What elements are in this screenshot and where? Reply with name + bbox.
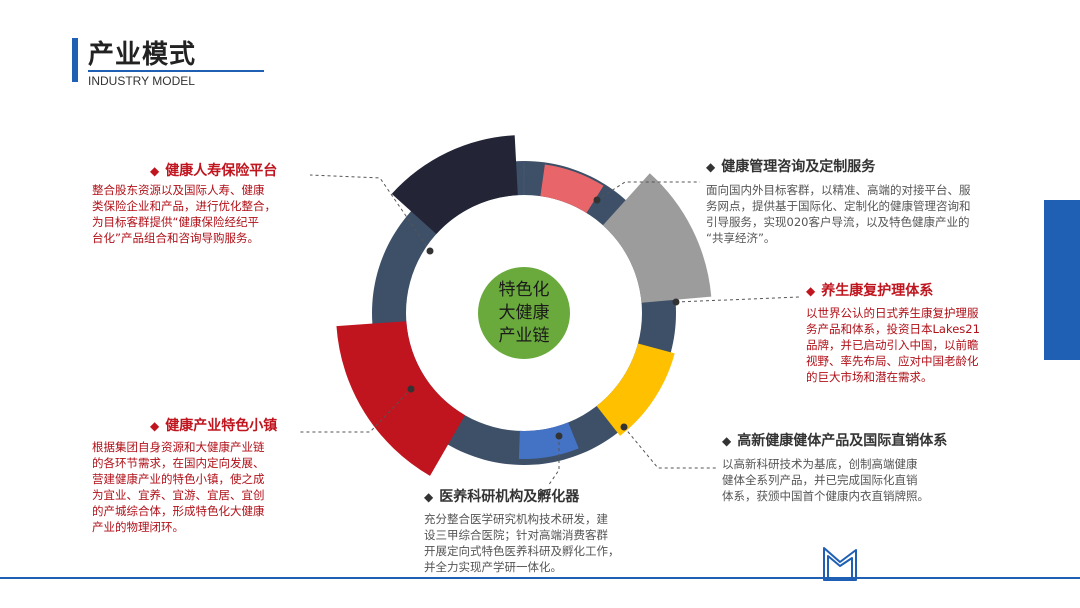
diamond-bullet-icon: ◆ — [150, 419, 160, 433]
text-line: 充分整合医学研究机构技术研发，建 — [424, 512, 608, 526]
diamond-bullet-icon: ◆ — [424, 490, 434, 504]
block-insurance-body: 整合股东资源以及国际人寿、健康 类保险企业和产品，进行优化整合， 为目标客群提供… — [92, 182, 312, 246]
text-line: 以高新科研技术为基底，创制高端健康 — [722, 457, 918, 471]
text-line: 面向国内外目标客群，以精准、高端的对接平台、服 — [706, 183, 971, 197]
text-line: 台化”产品组合和咨询导购服务。 — [92, 231, 259, 245]
connector-care — [675, 296, 801, 303]
text-line: 为宜业、宜养、宜游、宜居、宜创 — [92, 488, 265, 502]
block-town-body: 根据集团自身资源和大健康产业链 的各环节需求，在国内定向发展、 营建健康产业的特… — [92, 439, 312, 535]
diamond-bullet-icon: ◆ — [706, 160, 716, 174]
block-town-title: ◆健康产业特色小镇 — [150, 418, 278, 434]
block-insurance: ◆健康人寿保险平台 — [150, 160, 277, 180]
block-research-title: ◆医养科研机构及孵化器 — [424, 489, 580, 505]
folded-m-logo-icon — [823, 547, 857, 581]
diamond-bullet-icon: ◆ — [150, 164, 160, 178]
text-line: 并全力实现产学研一体化。 — [424, 560, 562, 574]
connector-research-dot — [555, 432, 563, 440]
text-line: 营建健康产业的特色小镇，使之成 — [92, 472, 265, 486]
title-accent-bar — [72, 38, 78, 82]
block-products-title: ◆高新健康健体产品及国际直销体系 — [722, 433, 948, 449]
text-line: 的巨大市场和潜在需求。 — [806, 370, 933, 384]
text-line: 类保险企业和产品，进行优化整合， — [92, 199, 276, 213]
center-label-line-1: 特色化 — [499, 280, 550, 300]
connector-care-dot — [672, 298, 680, 306]
page-subtitle: INDUSTRY MODEL — [88, 74, 195, 88]
text-line: 引导服务，实现020客户导流，以及特色健康产业的 — [706, 215, 970, 229]
text-line: 品牌，并已启动引入中国，以前瞻 — [806, 338, 979, 352]
connector-products — [623, 426, 718, 469]
text-line: 的各环节需求，在国内定向发展、 — [92, 456, 265, 470]
text-line: 以世界公认的日式养生康复护理服 — [806, 306, 979, 320]
block-insurance-title: ◆健康人寿保险平台 — [150, 163, 278, 179]
text-line: 务产品和体系，投资日本Lakes21 — [806, 322, 980, 336]
bottom-divider — [0, 577, 1080, 579]
text-line: 开展定向式特色医养科研及孵化工作， — [424, 544, 620, 558]
text-line: 体系，获颁中国首个健康内衣直销牌照。 — [722, 489, 929, 503]
connector-town-dot — [407, 385, 415, 393]
page-title: 产业模式 — [88, 40, 197, 70]
block-town: ◆健康产业特色小镇 — [150, 415, 277, 435]
connector-lines — [300, 174, 801, 487]
block-consult: ◆健康管理咨询及定制服务 — [706, 156, 875, 176]
connector-town — [300, 388, 412, 433]
block-care: ◆养生康复护理体系 — [806, 280, 933, 300]
block-care-body: 以世界公认的日式养生康复护理服 务产品和体系，投资日本Lakes21 品牌，并已… — [806, 305, 1026, 385]
center-label-line-2: 大健康 — [499, 303, 550, 323]
text-line: 为目标客群提供“健康保险经纪平 — [92, 215, 259, 229]
text-line: “共享经济”。 — [706, 231, 776, 245]
segment-insurance — [391, 135, 518, 235]
segment-town — [336, 321, 465, 476]
center-label-line-3: 产业链 — [499, 326, 550, 346]
segment-care — [602, 173, 712, 303]
text-line: 健体全系列产品，并已完成国际化直销 — [722, 473, 918, 487]
block-consult-title: ◆健康管理咨询及定制服务 — [706, 159, 876, 175]
block-research-body: 充分整合医学研究机构技术研发，建 设三甲综合医院；针对高端消费客群 开展定向式特… — [424, 511, 664, 575]
segment-products — [596, 343, 675, 436]
text-line: 务网点，提供基于国际化、定制化的健康管理咨询和 — [706, 199, 971, 213]
block-products: ◆高新健康健体产品及国际直销体系 — [722, 430, 947, 450]
title-underline — [88, 70, 264, 72]
block-research: ◆医养科研机构及孵化器 — [424, 486, 579, 506]
text-line: 根据集团自身资源和大健康产业链 — [92, 440, 265, 454]
segment-research — [518, 422, 579, 459]
text-line: 视野、率先布局、应对中国老龄化 — [806, 354, 979, 368]
block-consult-body: 面向国内外目标客群，以精准、高端的对接平台、服 务网点，提供基于国际化、定制化的… — [706, 182, 1026, 246]
block-products-body: 以高新科研技术为基底，创制高端健康 健体全系列产品，并已完成国际化直销 体系，获… — [722, 456, 982, 504]
diamond-bullet-icon: ◆ — [722, 434, 732, 448]
text-line: 设三甲综合医院；针对高端消费客群 — [424, 528, 608, 542]
connector-products-dot — [620, 423, 628, 431]
block-care-title: ◆养生康复护理体系 — [806, 283, 934, 299]
text-line: 整合股东资源以及国际人寿、健康 — [92, 183, 265, 197]
connector-insurance-dot — [426, 247, 434, 255]
text-line: 产业的物理闭环。 — [92, 520, 184, 534]
ring-layer — [336, 135, 712, 476]
right-edge-tab — [1044, 200, 1080, 360]
center-circle — [478, 267, 570, 359]
text-line: 的产城综合体，形成特色化大健康 — [92, 504, 265, 518]
connector-consult-dot — [593, 196, 601, 204]
diamond-bullet-icon: ◆ — [806, 284, 816, 298]
segment-consult — [540, 164, 604, 213]
